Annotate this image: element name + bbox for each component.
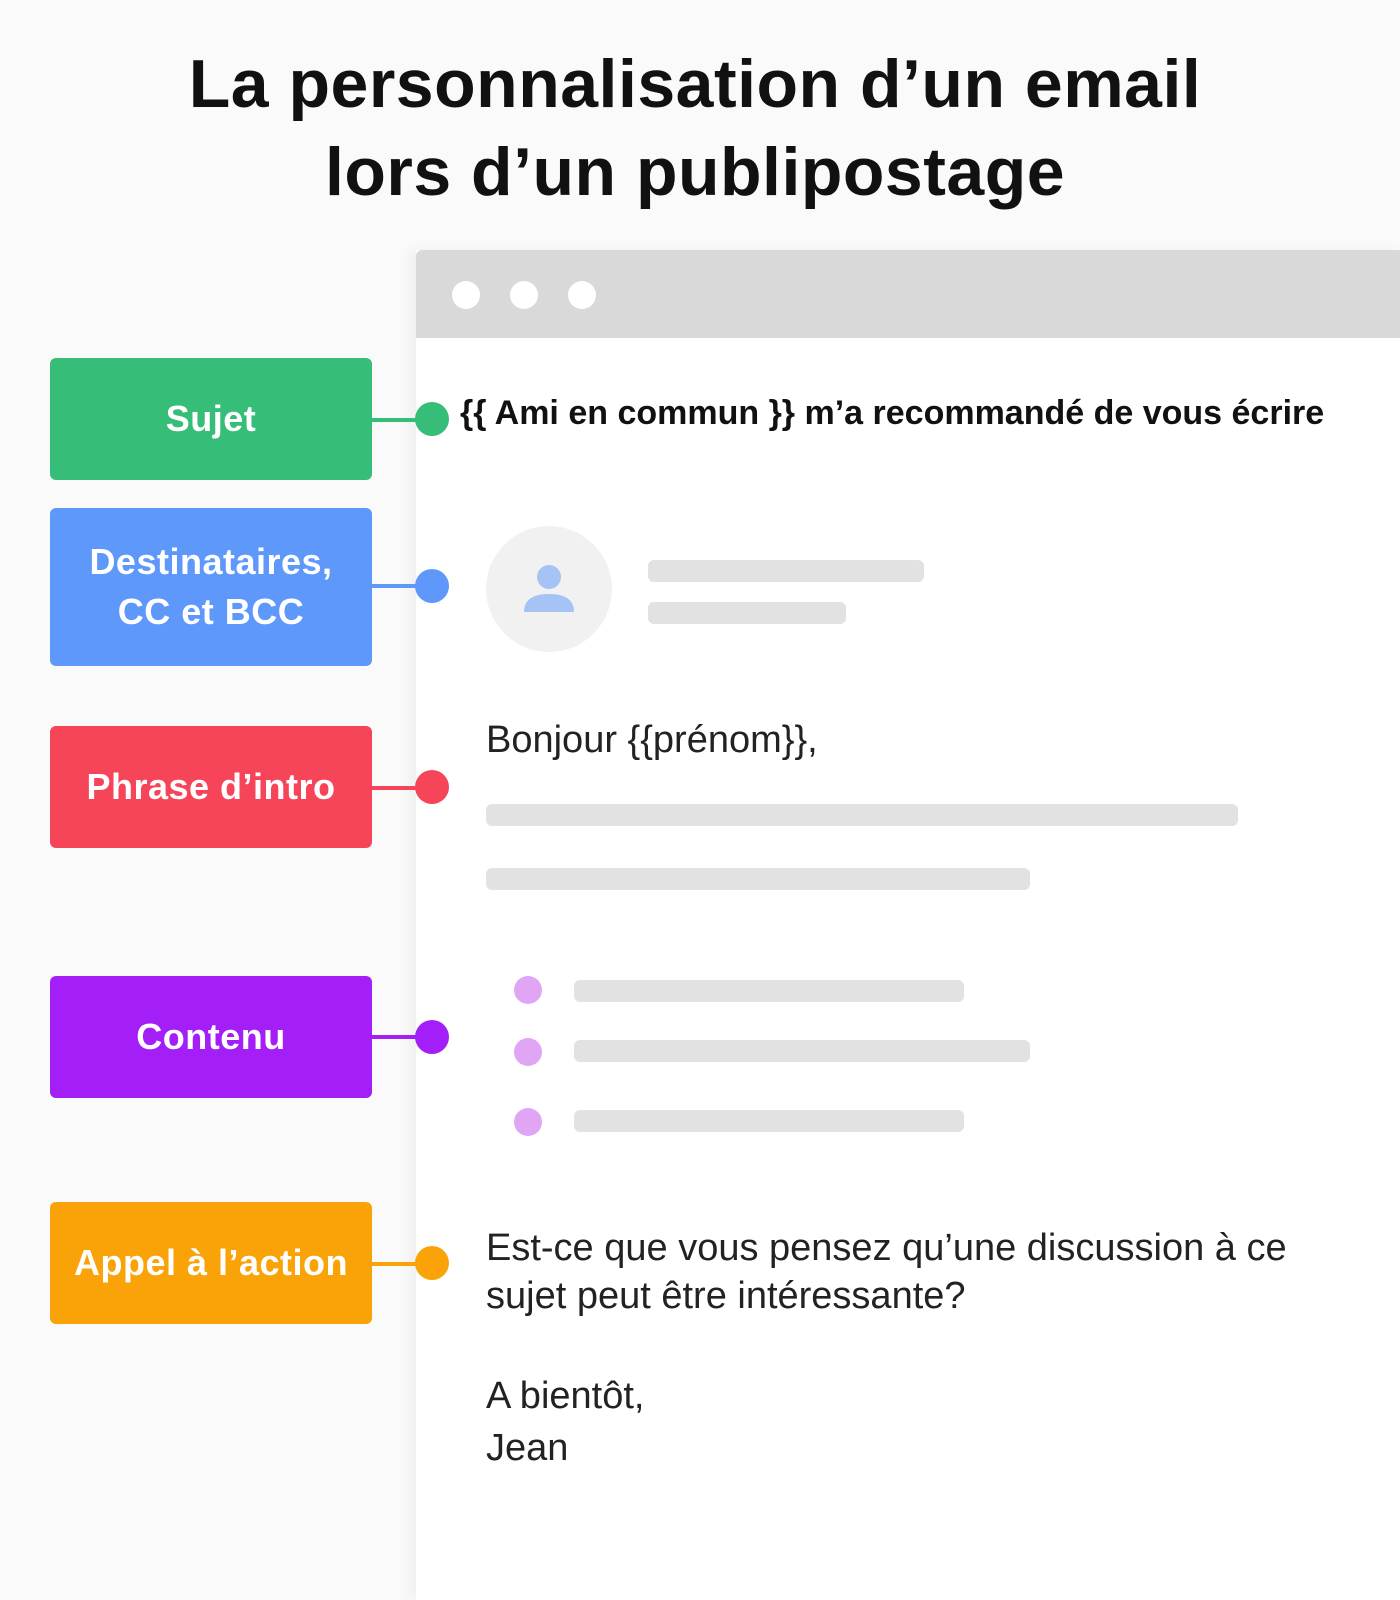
email-signoff: A bientôt, Jean xyxy=(486,1372,644,1472)
content-bullet-icon xyxy=(514,976,542,1004)
connector-phrase-intro xyxy=(372,786,424,790)
label-destinataires: Destinataires, CC et BCC xyxy=(50,508,372,666)
label-phrase-intro: Phrase d’intro xyxy=(50,726,372,848)
title-line-1: La personnalisation d’un email xyxy=(188,46,1202,122)
cta-line-1: Est-ce que vous pensez qu’une discussion… xyxy=(486,1227,1287,1269)
content-bullet-icon xyxy=(514,1108,542,1136)
knob-sujet xyxy=(415,402,449,436)
content-placeholder-bar xyxy=(574,1040,1030,1062)
content-bullet-icon xyxy=(514,1038,542,1066)
knob-phrase-intro xyxy=(415,770,449,804)
recipient-placeholder-bar xyxy=(648,560,924,582)
connector-appel-action xyxy=(372,1262,424,1266)
label-text: Appel à l’action xyxy=(73,1242,349,1283)
label-text: Contenu xyxy=(136,1016,286,1057)
knob-contenu xyxy=(415,1020,449,1054)
window-dot-icon xyxy=(510,281,538,309)
intro-placeholder-bar xyxy=(486,804,1238,826)
label-text: Sujet xyxy=(165,398,257,439)
content-placeholder-bar xyxy=(574,980,964,1002)
window-dot-icon xyxy=(452,281,480,309)
email-cta: Est-ce que vous pensez qu’une discussion… xyxy=(486,1224,1287,1320)
knob-destinataires xyxy=(415,569,449,603)
recipient-placeholder-bar xyxy=(648,602,846,624)
label-text: Phrase d’intro xyxy=(86,766,336,807)
intro-placeholder-bar xyxy=(486,868,1030,890)
content-placeholder-bar xyxy=(574,1110,964,1132)
window-dot-icon xyxy=(568,281,596,309)
email-window xyxy=(416,250,1400,1600)
title-line-2: lors d’un publipostage xyxy=(324,134,1066,210)
cta-line-2: sujet peut être intéressante? xyxy=(486,1275,966,1317)
label-text: Destinataires, CC et BCC xyxy=(89,541,333,632)
email-subject: {{ Ami en commun }} m’a recommandé de vo… xyxy=(460,394,1325,432)
email-greeting: Bonjour {{prénom}}, xyxy=(486,719,818,761)
connector-sujet xyxy=(372,418,424,422)
signoff-line: A bientôt, xyxy=(486,1375,645,1417)
user-icon xyxy=(486,526,612,652)
connector-destinataires xyxy=(372,584,424,588)
window-titlebar xyxy=(416,250,1400,338)
label-contenu: Contenu xyxy=(50,976,372,1098)
signature-line: Jean xyxy=(486,1427,569,1469)
label-appel-action: Appel à l’action xyxy=(50,1202,372,1324)
knob-appel-action xyxy=(415,1246,449,1280)
page-title: La personnalisation d’un email lors d’un… xyxy=(0,40,1390,216)
connector-contenu xyxy=(372,1035,424,1039)
label-sujet: Sujet xyxy=(50,358,372,480)
